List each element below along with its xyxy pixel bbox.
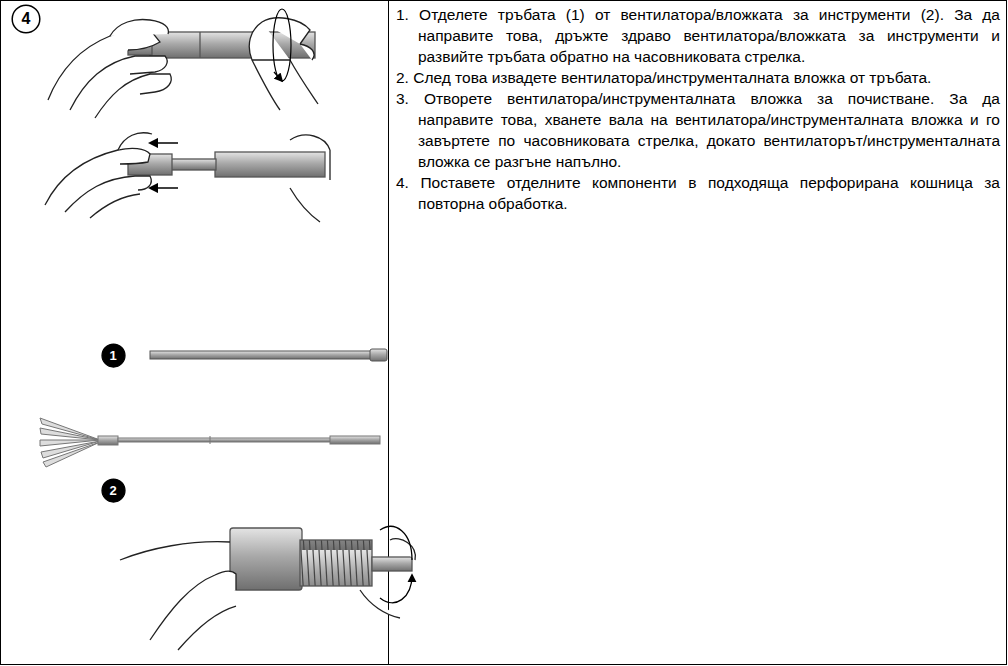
instruction-step: 2. След това извадете вентилатора/инстру…	[396, 67, 1000, 88]
fan-insert-part	[40, 418, 380, 467]
instruction-list: 1. Отделете тръбата (1) от вентилатора/в…	[396, 4, 1000, 214]
callout-number-text: 2	[101, 478, 126, 503]
open-scene	[120, 527, 415, 650]
callout-number: 1	[101, 343, 126, 368]
step-number-text: 4	[11, 4, 41, 34]
instruction-step: 1. Отделете тръбата (1) от вентилатора/в…	[396, 4, 1000, 67]
step-number: 4	[11, 4, 41, 34]
instruction-step: 3. Отворете вентилатора/инструменталната…	[396, 88, 1000, 172]
unscrew-scene	[48, 9, 318, 118]
tube-part	[150, 349, 387, 361]
instruction-step: 4. Поставете отделните компоненти в подх…	[396, 172, 1000, 214]
pull-scene	[45, 133, 330, 222]
callout-number-text: 1	[101, 343, 126, 368]
callout-number: 2	[101, 478, 126, 503]
